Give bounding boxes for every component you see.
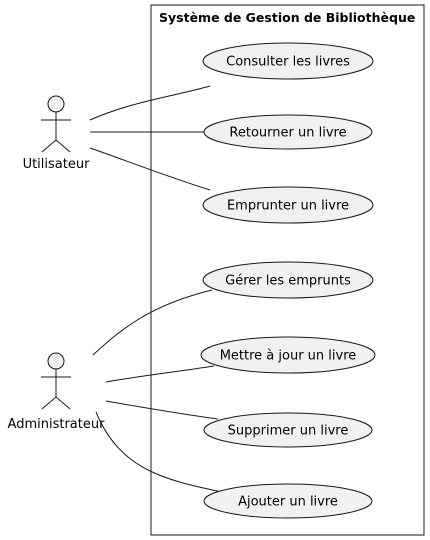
actor-leg-left — [41, 139, 57, 153]
use-case-consulter: Consulter les livres — [202, 42, 374, 80]
actor-head — [47, 95, 65, 113]
use-case-retourner: Retourner un livre — [203, 114, 373, 150]
association-administrateur-supprimer — [105, 400, 219, 420]
actor-administrateur — [41, 352, 71, 410]
use-case-ellipse — [202, 186, 374, 224]
association-utilisateur-consulter — [89, 85, 211, 121]
association-administrateur-gerer — [92, 289, 213, 356]
use-case-label: Retourner un livre — [229, 126, 346, 141]
use-case-emprunter: Emprunter un livre — [202, 186, 374, 224]
use-case-label: Gérer les emprunts — [225, 274, 351, 289]
use-case-gerer: Gérer les emprunts — [202, 261, 374, 299]
system-boundary: Système de Gestion de Bibliothèque — [150, 4, 425, 536]
actor-leg-left — [41, 396, 57, 410]
use-case-label: Mettre à jour un livre — [220, 349, 357, 364]
use-case-ellipse — [202, 261, 374, 299]
use-case-ellipse — [202, 42, 374, 80]
actor-utilisateur — [41, 95, 71, 153]
actor-label-administrateur: Administrateur — [8, 417, 106, 432]
actor-head — [47, 352, 65, 370]
use-case-ellipse — [200, 336, 376, 374]
association-administrateur-mettre — [105, 365, 215, 383]
use-case-ellipse — [203, 483, 373, 519]
use-case-label: Supprimer un livre — [228, 424, 349, 439]
system-boundary-box — [150, 4, 425, 536]
associations — [89, 85, 223, 493]
use-case-label: Consulter les livres — [226, 55, 350, 70]
system-title: Système de Gestion de Bibliothèque — [159, 10, 415, 25]
use-case-ellipse — [203, 114, 373, 150]
use-case-ajouter: Ajouter un livre — [203, 483, 373, 519]
association-administrateur-ajouter — [95, 411, 223, 493]
use-case-label: Emprunter un livre — [227, 199, 349, 214]
association-utilisateur-emprunter — [89, 147, 211, 191]
use-case-supprimer: Supprimer un livre — [203, 412, 373, 448]
actor-leg-right — [55, 139, 71, 153]
use-case-ellipse — [203, 412, 373, 448]
use-case-mettre: Mettre à jour un livre — [200, 336, 376, 374]
actor-label-utilisateur: Utilisateur — [23, 157, 91, 172]
actor-leg-right — [55, 396, 71, 410]
use-case-label: Ajouter un livre — [238, 495, 338, 510]
